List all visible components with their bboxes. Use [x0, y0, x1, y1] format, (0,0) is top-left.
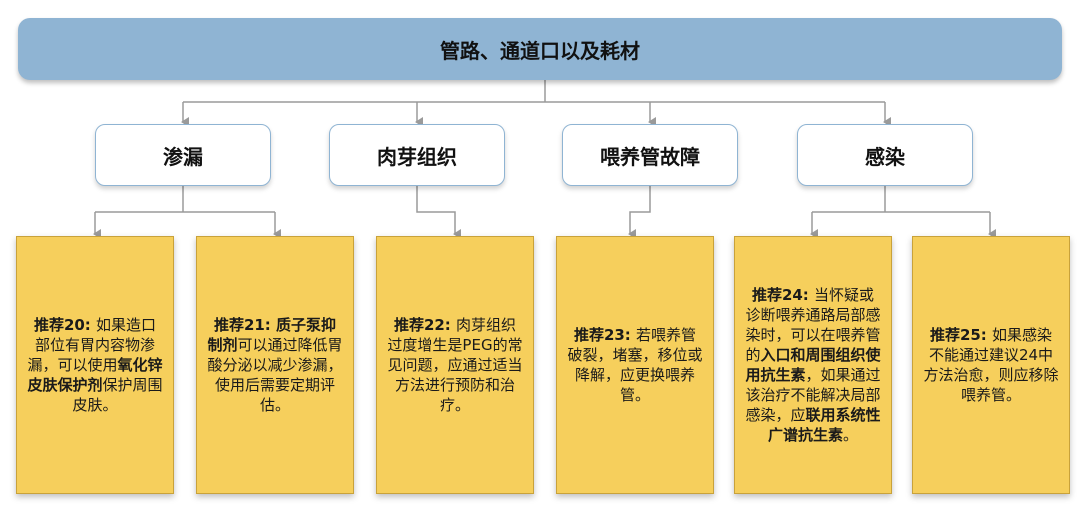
- recommendation-24-text: 推荐24: 当怀疑或诊断喂养通路局部感染时，可以在喂养管的入口和周围组织使用抗生…: [745, 285, 881, 445]
- category-infection: 感染: [797, 124, 973, 186]
- recommendation-22: 推荐22: 肉芽组织过度增生是PEG的常见问题，应通过适当方法进行预防和治疗。: [376, 236, 534, 494]
- emphasis-text: 推荐22:: [393, 316, 457, 334]
- page-title: 管路、通道口以及耗材: [18, 18, 1062, 80]
- category-feeding-tube-failure: 喂养管故障: [562, 124, 738, 186]
- category-granulation-tissue: 肉芽组织: [329, 124, 505, 186]
- emphasis-text: 推荐21: 质子泵抑制剂: [207, 316, 337, 354]
- body-text: 。: [843, 426, 859, 444]
- body-text: 如果造口部位有胃内容物渗漏，可以使用: [27, 316, 157, 374]
- body-text: 若喂养管破裂，堵塞，移位或降解，应更换喂养管。: [567, 326, 703, 404]
- emphasis-text: 氧化锌皮肤保护剂: [27, 356, 163, 394]
- recommendation-25-text: 推荐25: 如果感染不能通过建议24中方法治愈，则应移除喂养管。: [923, 325, 1059, 405]
- recommendation-22-text: 推荐22: 肉芽组织过度增生是PEG的常见问题，应通过适当方法进行预防和治疗。: [387, 315, 523, 415]
- emphasis-text: 入口和周围组织使用抗生素: [745, 346, 881, 384]
- recommendation-20: 推荐20: 如果造口部位有胃内容物渗漏，可以使用氧化锌皮肤保护剂保护周围皮肤。: [16, 236, 174, 494]
- emphasis-text: 联用系统性广谱抗生素: [767, 406, 881, 444]
- emphasis-text: 推荐25:: [929, 326, 993, 344]
- emphasis-text: 推荐24:: [751, 286, 815, 304]
- body-text: 可以通过降低胃酸分泌以减少渗漏，使用后需要定期评估。: [207, 336, 343, 414]
- body-text: 肉芽组织过度增生是PEG的常见问题，应通过适当方法进行预防和治疗。: [387, 316, 523, 414]
- recommendation-24: 推荐24: 当怀疑或诊断喂养通路局部感染时，可以在喂养管的入口和周围组织使用抗生…: [734, 236, 892, 494]
- body-text: ，如果通过该治疗不能解决局部感染，应: [745, 366, 881, 424]
- recommendation-25: 推荐25: 如果感染不能通过建议24中方法治愈，则应移除喂养管。: [912, 236, 1070, 494]
- category-leakage: 渗漏: [95, 124, 271, 186]
- recommendation-21-text: 推荐21: 质子泵抑制剂可以通过降低胃酸分泌以减少渗漏，使用后需要定期评估。: [207, 315, 343, 415]
- body-text: 当怀疑或诊断喂养通路局部感染时，可以在喂养管的: [745, 286, 881, 364]
- recommendation-23-text: 推荐23: 若喂养管破裂，堵塞，移位或降解，应更换喂养管。: [567, 325, 703, 405]
- recommendation-21: 推荐21: 质子泵抑制剂可以通过降低胃酸分泌以减少渗漏，使用后需要定期评估。: [196, 236, 354, 494]
- body-text: 保护周围皮肤。: [72, 376, 163, 414]
- emphasis-text: 推荐23:: [573, 326, 637, 344]
- recommendation-23: 推荐23: 若喂养管破裂，堵塞，移位或降解，应更换喂养管。: [556, 236, 714, 494]
- recommendation-20-text: 推荐20: 如果造口部位有胃内容物渗漏，可以使用氧化锌皮肤保护剂保护周围皮肤。: [27, 315, 163, 415]
- emphasis-text: 推荐20:: [33, 316, 97, 334]
- body-text: 如果感染不能通过建议24中方法治愈，则应移除喂养管。: [923, 326, 1059, 404]
